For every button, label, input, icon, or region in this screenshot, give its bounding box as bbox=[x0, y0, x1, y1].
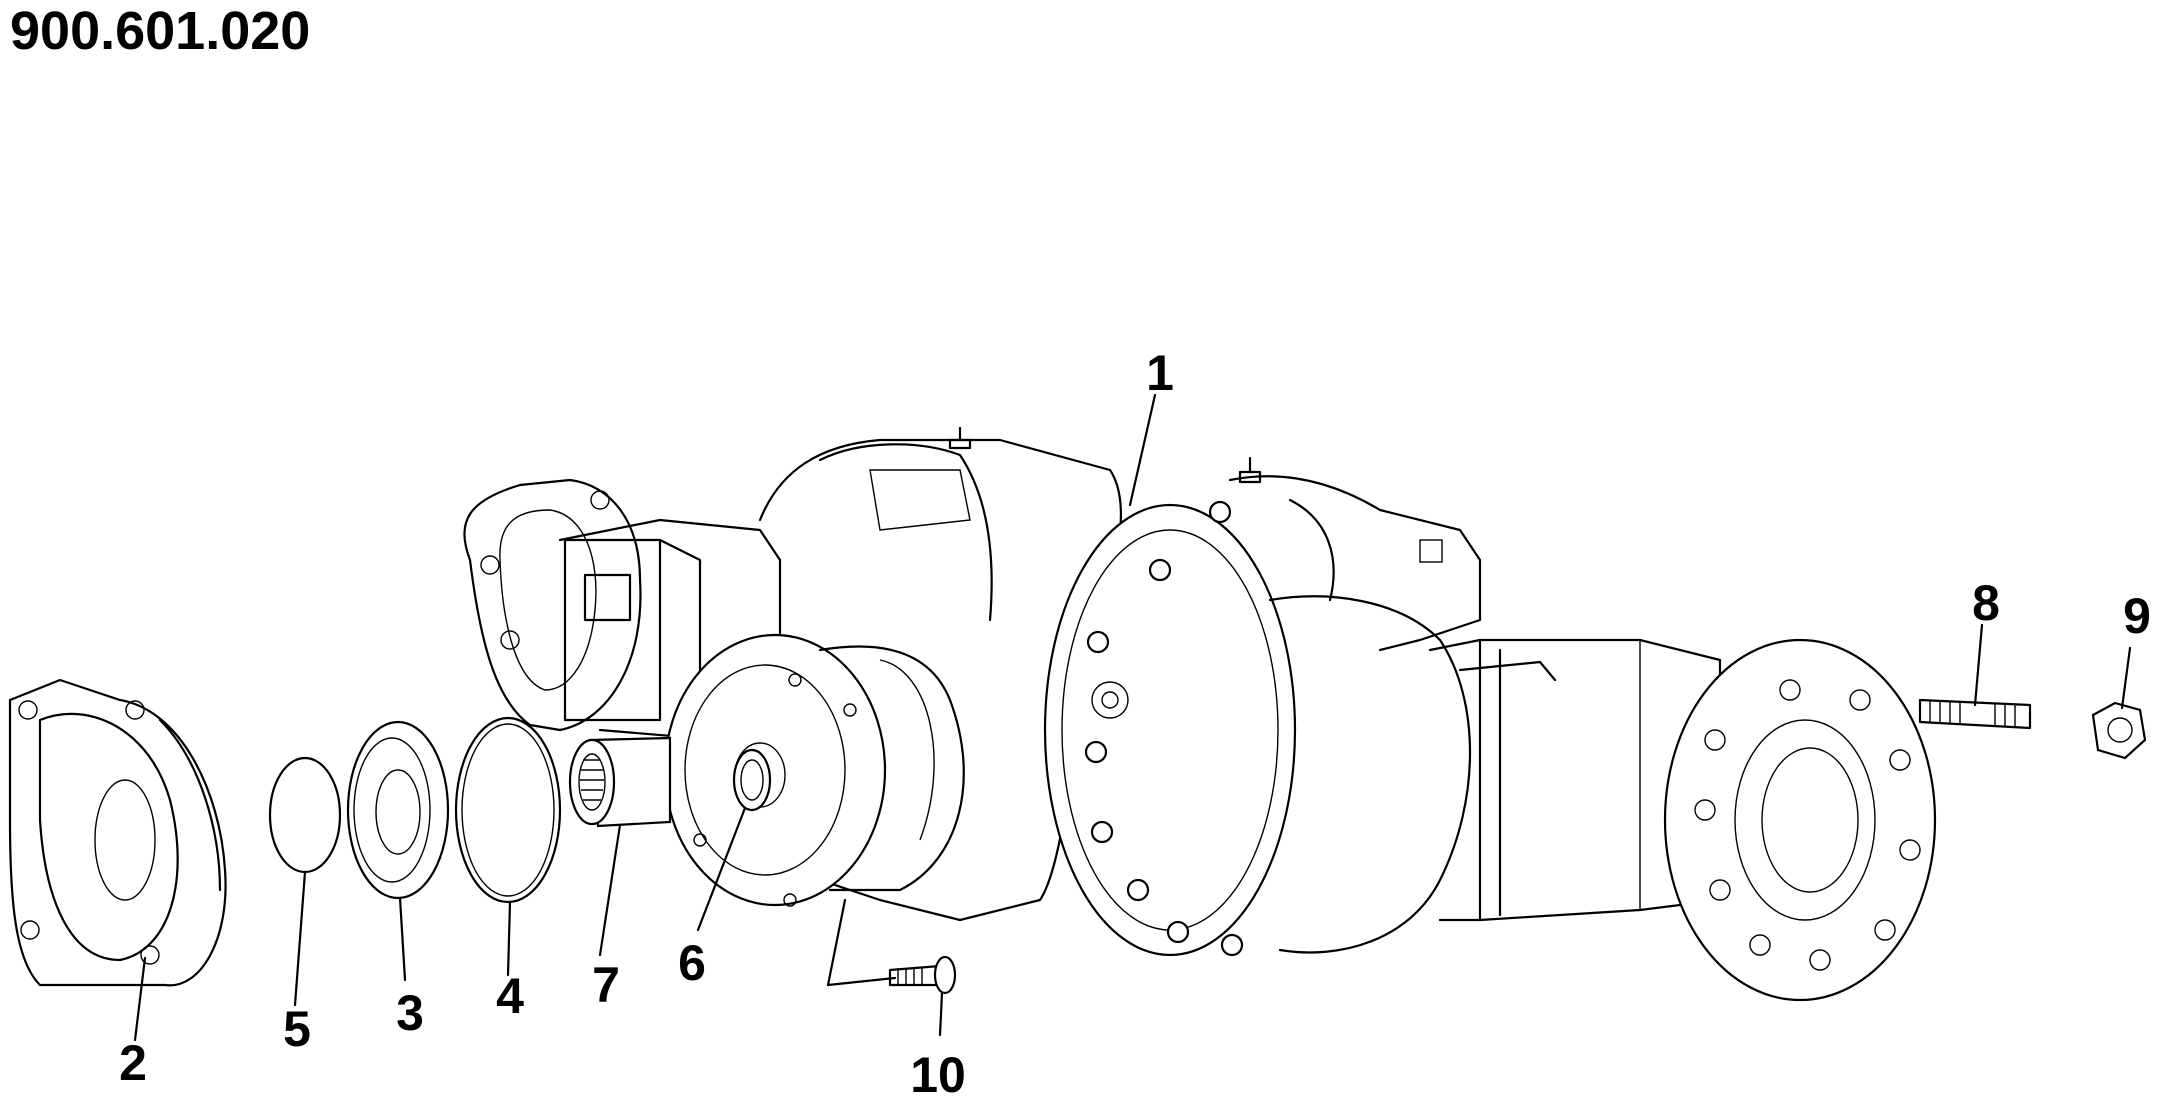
callout-5: 5 bbox=[283, 1001, 311, 1057]
part-6-seal-ring bbox=[732, 748, 772, 812]
part-7-bushing bbox=[568, 736, 672, 828]
part-2-flange-housing bbox=[8, 678, 227, 987]
callout-6: 6 bbox=[678, 935, 706, 991]
callout-2: 2 bbox=[119, 1035, 147, 1091]
callout-10: 10 bbox=[910, 1047, 966, 1097]
callout-3: 3 bbox=[396, 985, 424, 1041]
part-9-nut bbox=[2091, 701, 2147, 760]
leader-lines bbox=[133, 393, 2132, 1042]
callout-9: 9 bbox=[2123, 588, 2151, 644]
callout-labels: 1 2 3 4 5 6 7 8 9 10 bbox=[119, 345, 2151, 1097]
callout-4: 4 bbox=[496, 968, 524, 1024]
callout-7: 7 bbox=[592, 957, 620, 1013]
part-5-snap-ring bbox=[268, 756, 342, 874]
part-10-bolt bbox=[888, 955, 957, 995]
callout-1: 1 bbox=[1146, 345, 1174, 401]
part-3-washer bbox=[346, 720, 450, 900]
part-1-axle-housing bbox=[463, 426, 1937, 1002]
part-4-o-ring bbox=[454, 716, 562, 904]
callout-8: 8 bbox=[1972, 575, 2000, 631]
part-8-stud bbox=[1918, 698, 2032, 730]
diagram-title: 900.601.020 bbox=[10, 1, 311, 61]
